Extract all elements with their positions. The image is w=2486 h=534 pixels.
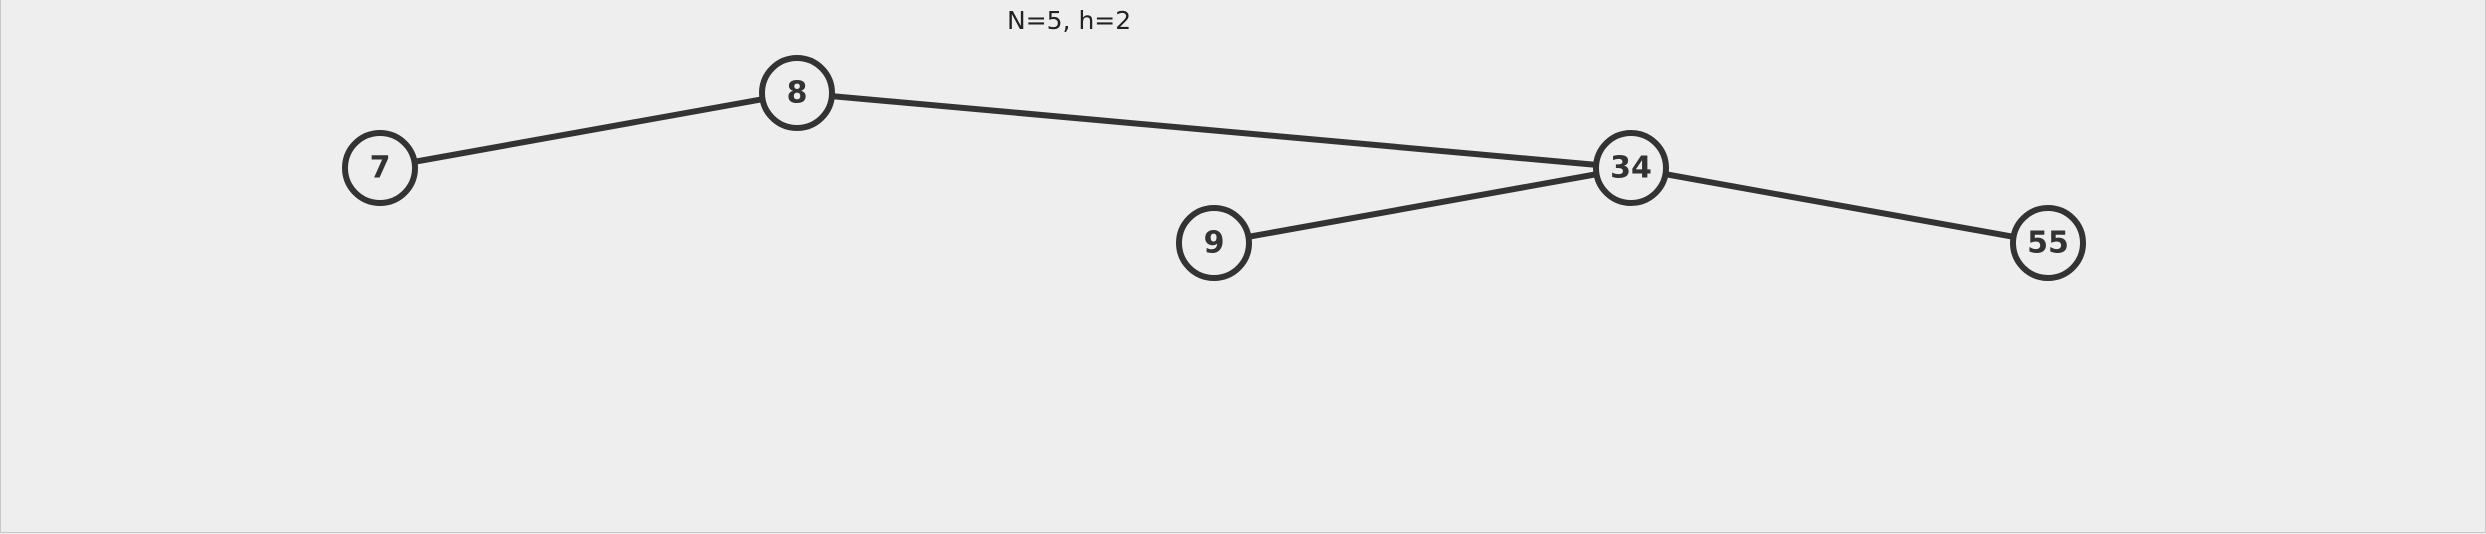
node-circle [1593, 130, 1669, 206]
node-label: 34 [1610, 151, 1652, 186]
tree-node: 34 [1593, 130, 1669, 206]
tree-node: 9 [1176, 205, 1252, 281]
tree-caption: N=5, h=2 [1007, 6, 1132, 35]
tree-edge [1213, 165, 1632, 246]
node-circle [759, 55, 835, 131]
tree-edge [796, 90, 1632, 171]
tree-edge [379, 90, 798, 171]
node-circle [1176, 205, 1252, 281]
node-circle [342, 130, 418, 206]
tree-node: 55 [2010, 205, 2086, 281]
tree-node: 8 [759, 55, 835, 131]
tree-node: 7 [342, 130, 418, 206]
tree-edge [1630, 165, 2049, 246]
node-label: 7 [370, 151, 391, 186]
node-label: 55 [2027, 226, 2069, 261]
nodes-layer: 7 8 9 34 55 [342, 55, 2086, 281]
node-circle [2010, 205, 2086, 281]
edges-layer [379, 90, 2049, 246]
node-label: 9 [1204, 226, 1225, 261]
node-label: 8 [787, 76, 808, 111]
